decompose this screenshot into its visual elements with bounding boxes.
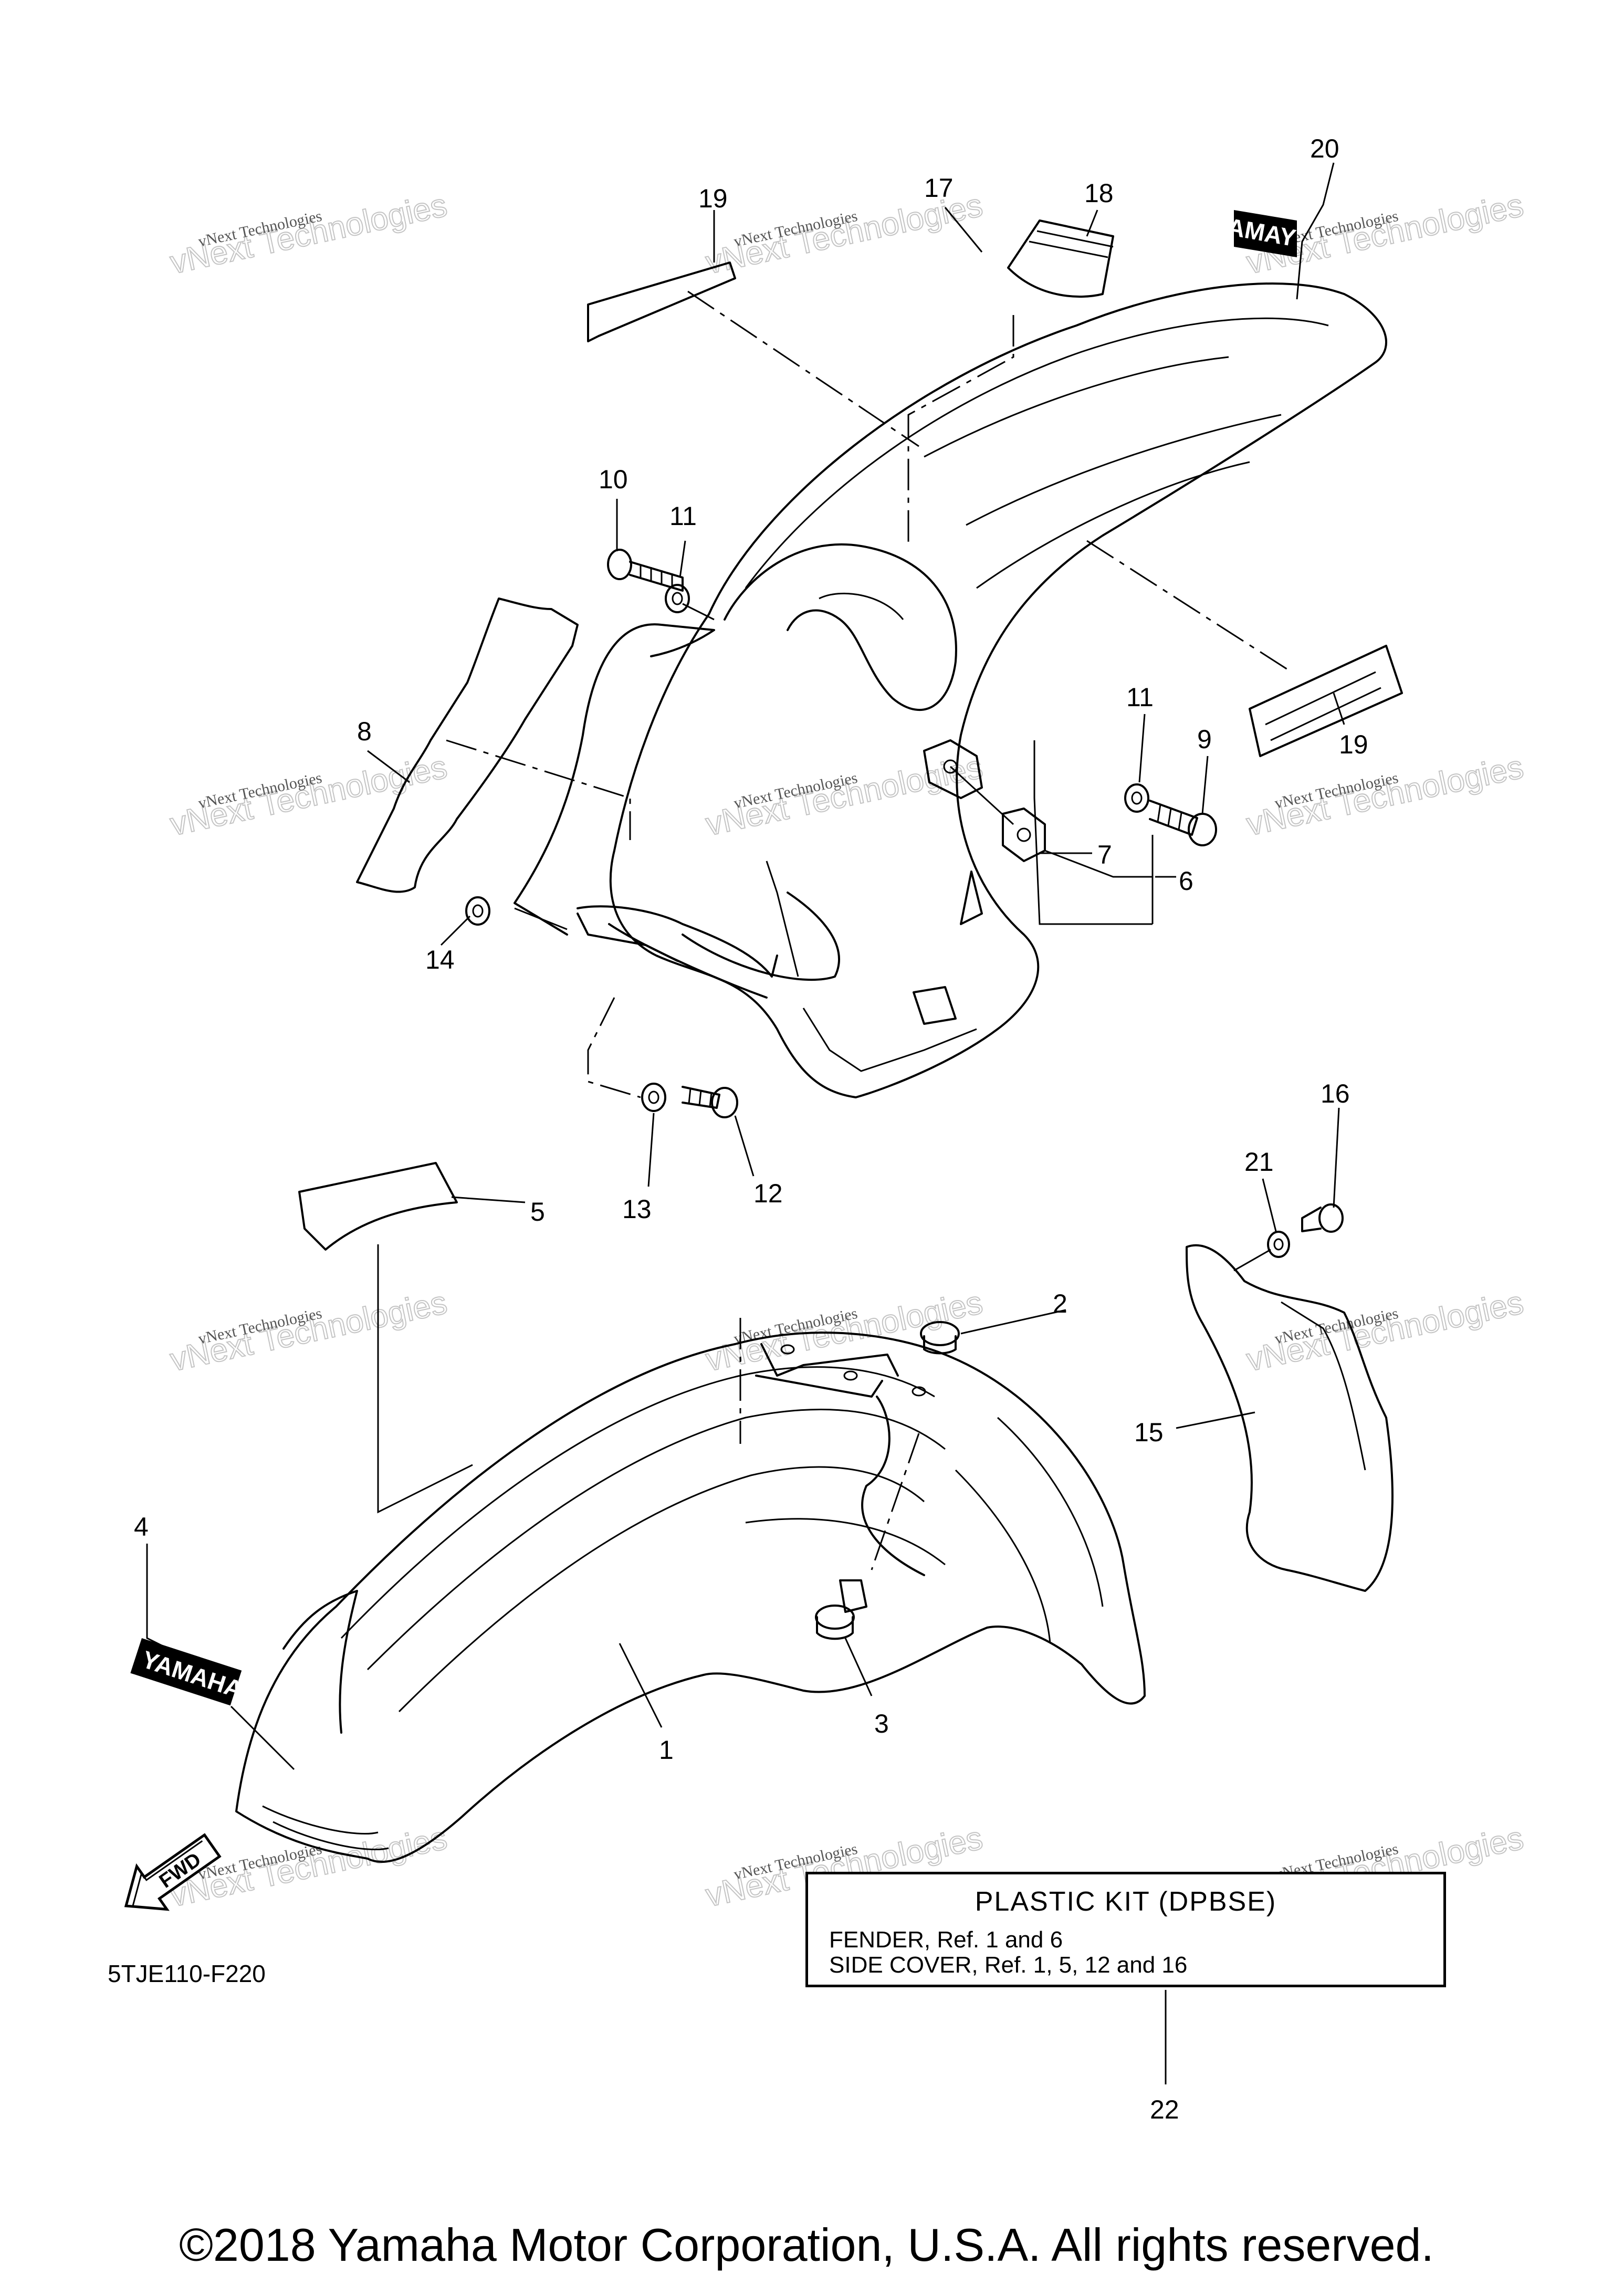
plastic-kit-line-side-cover: SIDE COVER, Ref. 1, 5, 12 and 16 — [829, 1952, 1188, 1978]
watermark-layer: vNext Technologies vNext Technologies vN… — [166, 186, 1527, 1914]
callout-14: 14 — [425, 945, 455, 974]
callout-12: 12 — [753, 1179, 783, 1208]
washer-11-right — [1124, 783, 1149, 813]
washer-11-upper — [665, 584, 690, 613]
callout-4: 4 — [134, 1512, 149, 1542]
washer-14 — [465, 896, 490, 926]
callout-13: 13 — [622, 1194, 652, 1224]
diagram-code: 5TJE110-F220 — [108, 1960, 266, 1987]
plastic-kit-line-fender: FENDER, Ref. 1 and 6 — [829, 1927, 1063, 1953]
bolt-3 — [815, 1579, 867, 1640]
leader-lines — [146, 162, 1345, 2084]
grommet-2 — [920, 1321, 960, 1355]
side-plate-8 — [356, 597, 579, 893]
callout-21: 21 — [1244, 1147, 1274, 1177]
callout-1: 1 — [659, 1735, 674, 1765]
watermark: vNext Technologies vNext Technologies — [166, 1284, 451, 1379]
callout-5: 5 — [530, 1197, 545, 1226]
watermark: vNext Technologies vNext Technologies — [1243, 1284, 1527, 1379]
bolt-9 — [1149, 800, 1217, 846]
decal-17-18 — [1007, 219, 1114, 298]
watermark: vNext Technologies vNext Technologies — [166, 748, 451, 843]
washer-13 — [641, 1083, 666, 1112]
watermark: vNext Technologies vNext Technologies — [702, 1284, 986, 1379]
callout-15: 15 — [1134, 1418, 1164, 1447]
callout-18: 18 — [1084, 179, 1114, 208]
copyright-notice: ©2018 Yamaha Motor Corporation, U.S.A. A… — [179, 2219, 1434, 2271]
watermark: vNext Technologies vNext Technologies — [166, 186, 451, 281]
bolt-10 — [607, 549, 684, 592]
bracket-15 — [1186, 1244, 1394, 1592]
callout-10: 10 — [599, 465, 628, 494]
decal-19-strip — [587, 261, 736, 342]
front-fender — [235, 1332, 1146, 1863]
decal-19-plate — [1249, 645, 1403, 757]
callout-11-right: 11 — [1126, 683, 1154, 712]
callout-7: 7 — [1097, 840, 1112, 869]
rear-fender — [608, 282, 1387, 1098]
callout-20: 20 — [1310, 134, 1339, 163]
washer-21 — [1267, 1231, 1290, 1258]
callout-2: 2 — [1053, 1289, 1067, 1318]
callout-22: 22 — [1150, 2095, 1179, 2124]
watermark: vNext Technologies vNext Technologies — [702, 748, 986, 843]
decal-5 — [298, 1162, 458, 1251]
svg-text:YAMAHA: YAMAHA — [139, 1645, 246, 1704]
callout-6: 6 — [1179, 866, 1193, 896]
decal-4: YAMAHA — [130, 1638, 246, 1706]
bolt-12 — [682, 1086, 738, 1118]
callout-16: 16 — [1321, 1079, 1350, 1108]
plastic-kit-box: PLASTIC KIT (DPBSE) FENDER, Ref. 1 and 6… — [805, 1872, 1446, 1987]
watermark: vNext Technologies vNext Technologies — [1243, 748, 1527, 843]
callout-19-right: 19 — [1339, 730, 1368, 759]
bracket-15-edge — [1281, 1301, 1366, 1471]
callout-19-top: 19 — [698, 184, 728, 213]
plastic-kit-title: PLASTIC KIT (DPBSE) — [975, 1886, 1277, 1917]
side-cover-outline — [514, 623, 778, 978]
callout-11-upper: 11 — [669, 501, 697, 531]
callouts: 19 17 18 20 10 11 11 9 19 8 7 6 14 13 12… — [108, 134, 1368, 2124]
callout-17: 17 — [924, 173, 954, 203]
callout-9: 9 — [1197, 725, 1212, 754]
phantom-lines — [377, 290, 1292, 1570]
screw-16 — [1301, 1203, 1344, 1233]
callout-3: 3 — [874, 1709, 889, 1738]
callout-8: 8 — [357, 717, 372, 746]
